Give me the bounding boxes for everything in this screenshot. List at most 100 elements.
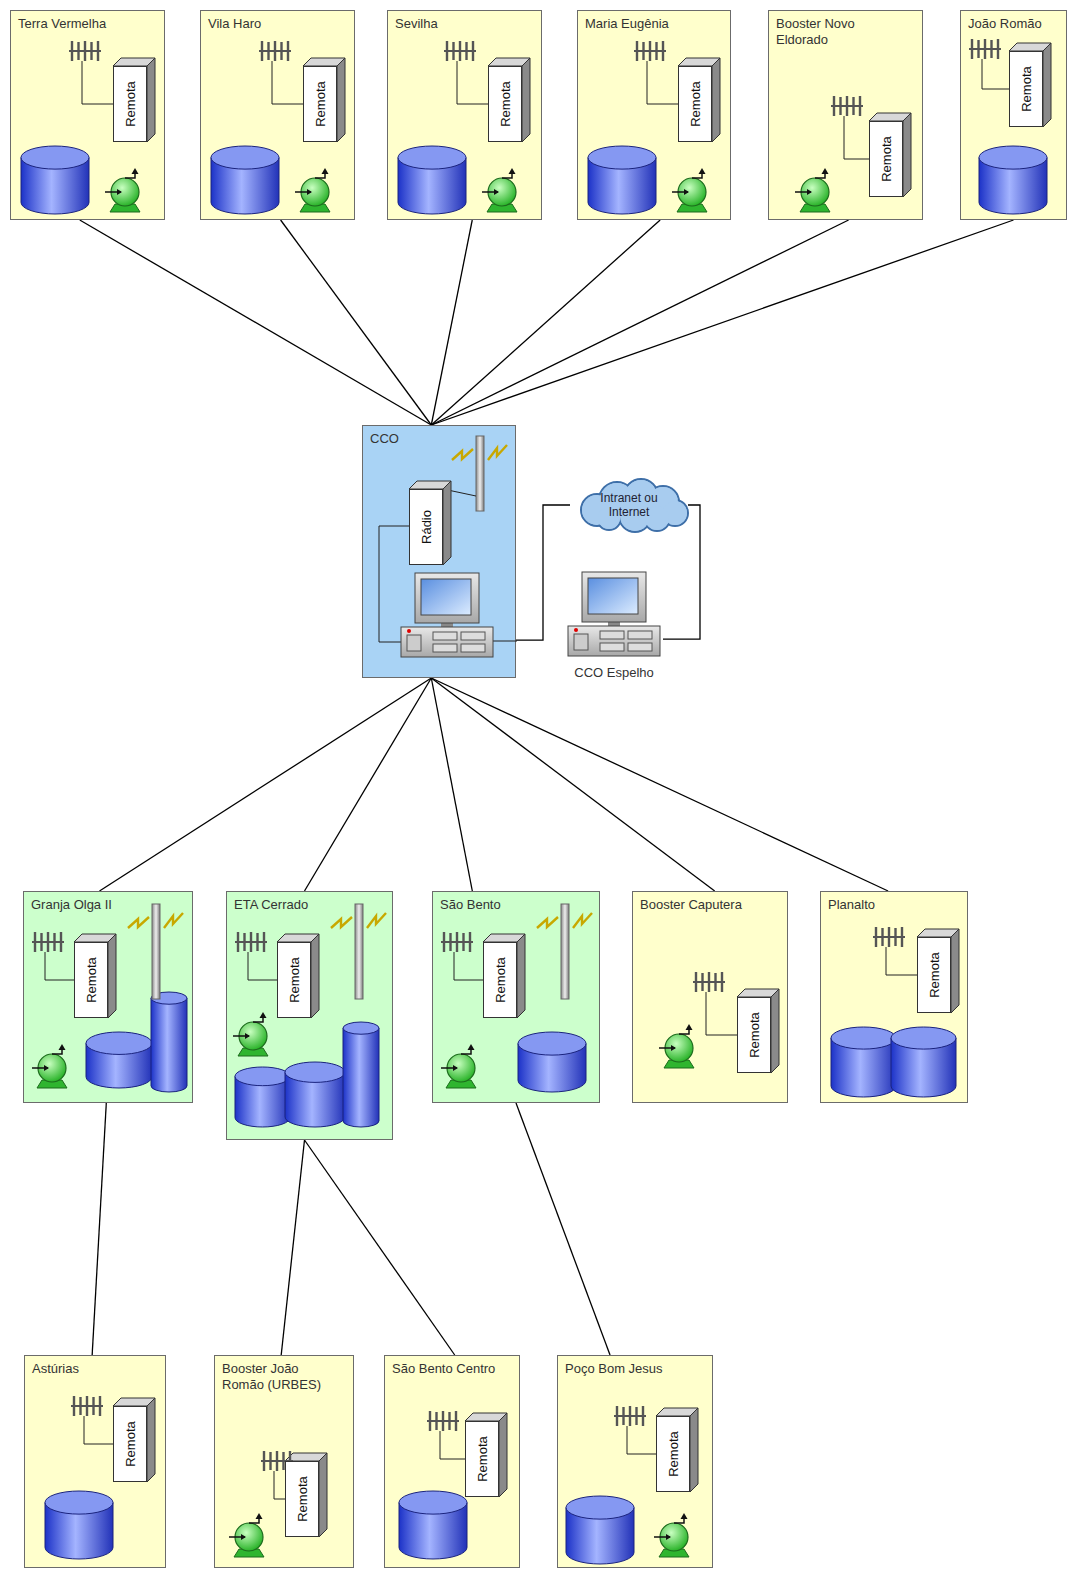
unit-label: Remota	[747, 1012, 762, 1058]
remote-unit: Remota	[74, 942, 108, 1018]
unit-label: Remota	[927, 952, 942, 998]
water-tank	[588, 146, 656, 214]
remote-unit: Remota	[285, 1461, 319, 1537]
water-tank	[979, 146, 1047, 214]
icon-layer	[24, 892, 192, 1102]
unit-label: Remota	[666, 1431, 681, 1477]
station-box: São Bento CentroRemota	[384, 1355, 520, 1568]
station-box: Booster CaputeraRemota	[632, 891, 788, 1103]
station-box: Terra VermelhaRemota	[10, 10, 165, 220]
unit-label: Remota	[493, 957, 508, 1003]
radio-mast	[452, 436, 507, 511]
cabinet-side	[409, 481, 451, 565]
radio-mast	[331, 904, 386, 999]
unit-label: Remota	[287, 957, 302, 1003]
station-name: CCO	[370, 431, 399, 447]
control-center: CCO Rádio	[362, 425, 516, 678]
water-tank	[235, 1067, 290, 1127]
cabinet-side	[1009, 43, 1051, 127]
remote-unit: Remota	[113, 66, 147, 142]
connector-line	[304, 678, 431, 891]
cabinet-side	[465, 1413, 507, 1497]
station-name: Booster Caputera	[640, 897, 742, 913]
pump-symbol	[295, 168, 330, 212]
station-name: Booster João Romão (URBES)	[222, 1361, 332, 1393]
yagi-antenna	[441, 932, 473, 952]
connector-line	[431, 678, 888, 891]
remote-unit: Remota	[917, 937, 951, 1013]
pump-symbol	[32, 1044, 67, 1088]
water-tank	[343, 1022, 379, 1127]
yagi-antenna	[71, 1396, 103, 1416]
pump-symbol	[105, 168, 140, 212]
station-box: ETA CerradoRemota	[226, 891, 393, 1140]
station-name: Astúrias	[32, 1361, 79, 1377]
yagi-antenna	[831, 96, 863, 116]
antenna-cable	[45, 952, 74, 980]
remote-unit: Remota	[678, 66, 712, 142]
station-name: João Romão	[968, 16, 1042, 32]
cabinet-side	[917, 929, 959, 1013]
unit-label: Remota	[123, 1421, 138, 1467]
connector-line	[431, 678, 472, 891]
pump-symbol	[441, 1044, 476, 1088]
water-tank	[86, 1032, 152, 1088]
station-box: AstúriasRemota	[24, 1355, 166, 1568]
station-box: Booster Novo EldoradoRemota	[768, 10, 923, 220]
unit-label: Remota	[295, 1476, 310, 1522]
pump-symbol	[654, 1513, 689, 1557]
antenna-cable	[886, 947, 917, 975]
station-box: Granja Olga II Remota	[23, 891, 193, 1103]
cabinet-side	[277, 934, 319, 1018]
water-tank	[566, 1496, 634, 1564]
station-name: Planalto	[828, 897, 875, 913]
water-tank	[211, 146, 279, 214]
pump-symbol	[229, 1513, 264, 1557]
yagi-antenna	[873, 927, 905, 947]
station-box: Poço Bom JesusRemota	[557, 1355, 713, 1568]
antenna-cable	[706, 992, 737, 1035]
unit-label: Remota	[84, 957, 99, 1003]
remote-unit: Remota	[113, 1406, 147, 1482]
connector-line	[92, 1103, 106, 1355]
station-name: Granja Olga II	[31, 897, 112, 913]
network-cable	[493, 641, 517, 642]
cabinet-side	[285, 1453, 327, 1537]
unit-label: Remota	[879, 136, 894, 182]
pump-symbol	[795, 168, 830, 212]
yagi-antenna	[259, 41, 291, 61]
station-box: São BentoRemota	[432, 891, 600, 1103]
connector-line	[431, 220, 1013, 425]
antenna-cable	[457, 61, 488, 104]
cabinet-side	[483, 934, 525, 1018]
water-tank	[399, 1491, 467, 1559]
station-box: Vila HaroRemota	[200, 10, 355, 220]
station-box: João RomãoRemota	[960, 10, 1067, 220]
station-name: ETA Cerrado	[234, 897, 308, 913]
radio-mast	[537, 904, 592, 999]
computer-label: CCO Espelho	[565, 665, 663, 680]
pump-symbol	[672, 168, 707, 212]
unit-label: Rádio	[419, 510, 434, 544]
cabinet-side	[74, 934, 116, 1018]
water-tank	[45, 1491, 113, 1559]
yagi-antenna	[969, 39, 1001, 59]
remote-unit: Remota	[303, 66, 337, 142]
connector-line	[304, 1140, 454, 1355]
station-box: Booster João Romão (URBES) Remota	[214, 1355, 354, 1568]
remote-unit: Remota	[656, 1416, 690, 1492]
mirror-computer: CCO Espelho	[565, 572, 663, 684]
yagi-antenna	[444, 41, 476, 61]
computer-icon	[401, 573, 493, 657]
unit-label: Remota	[498, 81, 513, 127]
yagi-antenna	[32, 932, 64, 952]
data-cable	[379, 526, 409, 642]
remote-unit: Remota	[465, 1421, 499, 1497]
station-name: São Bento	[440, 897, 501, 913]
remote-unit: Remota	[488, 66, 522, 142]
cabinet-side	[488, 58, 530, 142]
connector-line	[516, 505, 570, 640]
antenna-cable	[84, 1416, 113, 1444]
pump-symbol	[659, 1024, 694, 1068]
